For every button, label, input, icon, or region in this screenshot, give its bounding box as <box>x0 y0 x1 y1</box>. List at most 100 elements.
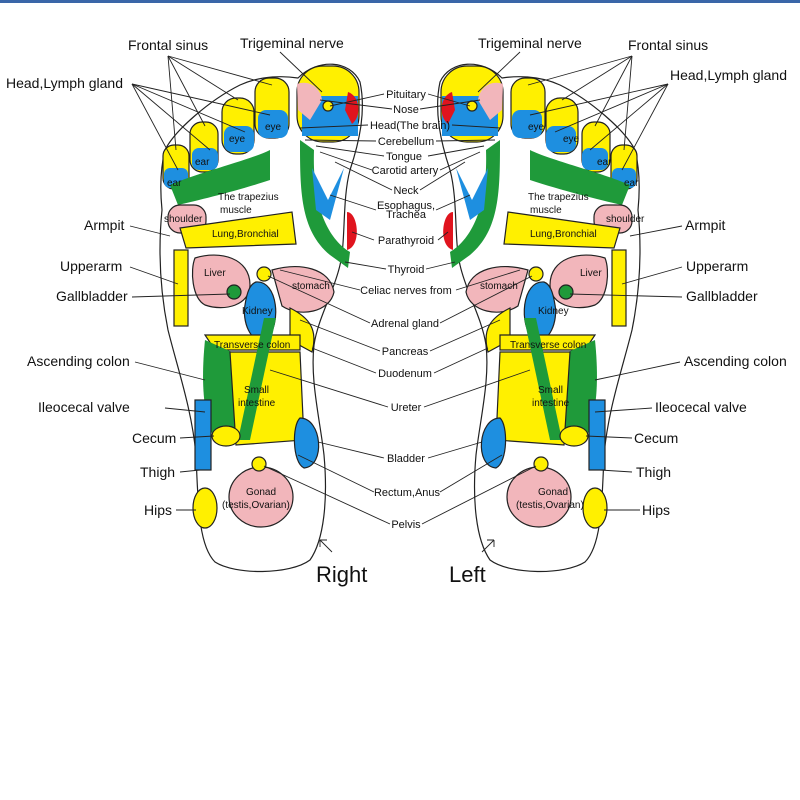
leader <box>164 407 206 413</box>
leader <box>131 83 211 151</box>
left-upperarm-zone <box>611 249 627 327</box>
left-adrenal-point <box>528 266 544 282</box>
label-shoulder-l: shoulder <box>606 214 645 225</box>
leader <box>129 225 171 237</box>
label-upperarm-l: Upperarm <box>686 258 748 274</box>
right-toe3-eye-zone <box>224 126 254 152</box>
label-trapezius-r1: The trapezius <box>218 192 279 203</box>
leader <box>621 266 683 285</box>
center-leaders <box>263 93 537 525</box>
label-trapezius-l2: muscle <box>530 205 562 216</box>
label-small-intestine-r1: Small <box>244 385 269 396</box>
label-rectum-anus: Rectum,Anus <box>374 487 441 499</box>
left-eye-ear-band <box>530 150 630 205</box>
label-head-lymph-r: Head,Lymph gland <box>6 75 123 91</box>
label-lung-r: Lung,Bronchial <box>212 229 279 240</box>
left-pelvis-point <box>533 456 549 472</box>
label-liver-r: Liver <box>204 268 226 279</box>
leader <box>167 55 273 86</box>
leader <box>594 361 681 381</box>
leader <box>594 55 633 127</box>
leader <box>129 266 179 285</box>
label-ear-l1: ear <box>597 157 612 168</box>
label-small-intestine-l1: Small <box>538 385 563 396</box>
leader <box>599 469 633 473</box>
top-border <box>0 0 800 3</box>
label-gallbladder-l: Gallbladder <box>686 288 758 304</box>
left-toe2-eye-zone <box>512 110 542 138</box>
leader <box>589 83 669 151</box>
label-adrenal-gland: Adrenal gland <box>371 318 439 330</box>
left-nose-zone <box>478 82 503 120</box>
label-head-lymph-l: Head,Lymph gland <box>670 67 787 83</box>
left-hips-zone <box>582 487 608 529</box>
leader <box>623 55 633 151</box>
label-hips-l: Hips <box>642 502 670 518</box>
right-hips-zone <box>192 487 218 529</box>
label-gonad-r1: Gonad <box>246 487 276 498</box>
right-toe2-eye-zone <box>258 110 288 138</box>
label-duodenum: Duodenum <box>378 368 432 380</box>
label-shoulder-r: shoulder <box>164 214 203 225</box>
label-ileocecal-r: Ileocecal valve <box>38 399 130 415</box>
label-kidney-r: Kidney <box>242 306 273 317</box>
label-transverse-colon-l: Transverse colon <box>510 340 586 351</box>
label-ear-r2: ear <box>167 178 182 189</box>
right-thigh-zone <box>194 399 212 471</box>
leader <box>629 225 683 237</box>
right-arrow-icon <box>319 539 333 553</box>
left-arrow-icon <box>481 539 495 553</box>
leader <box>134 361 206 381</box>
label-frontal-sinus-r: Frontal sinus <box>128 37 208 53</box>
right-foot-title: Right <box>316 562 367 587</box>
leader <box>279 51 323 93</box>
label-trigeminal-r: Trigeminal nerve <box>240 35 344 51</box>
label-cecum-r: Cecum <box>132 430 176 446</box>
label-frontal-sinus-l: Frontal sinus <box>628 37 708 53</box>
right-nose-zone <box>297 82 322 120</box>
left-esophagus-zone <box>456 168 488 220</box>
label-tongue: Tongue <box>386 151 422 163</box>
leader <box>527 55 633 86</box>
label-ascending-colon-r: Ascending colon <box>27 353 130 369</box>
label-armpit-r: Armpit <box>84 217 125 233</box>
leader <box>569 293 683 298</box>
label-stomach-l: stomach <box>480 281 518 292</box>
label-ear-r1: ear <box>195 157 210 168</box>
leader <box>594 407 653 413</box>
right-ureter-zone <box>238 318 276 440</box>
label-trigeminal-l: Trigeminal nerve <box>478 35 582 51</box>
leader-lines <box>129 51 683 553</box>
label-thigh-l: Thigh <box>636 464 671 480</box>
right-bladder-zone <box>293 417 320 469</box>
leader <box>477 51 521 93</box>
right-toe4-ear-zone <box>192 148 218 170</box>
label-carotid-artery: Carotid artery <box>372 165 439 177</box>
label-ureter: Ureter <box>391 402 422 414</box>
leader <box>131 293 231 298</box>
left-thigh-zone <box>588 399 606 471</box>
left-foot <box>437 63 641 573</box>
label-esophagus: Esophagus, <box>377 200 435 212</box>
label-trachea: Trachea <box>386 209 427 221</box>
left-cecum-zone <box>559 425 589 447</box>
leader <box>585 435 633 439</box>
right-parathyroid-mark <box>347 212 357 250</box>
label-armpit-l: Armpit <box>685 217 726 233</box>
right-cecum-zone <box>211 425 241 447</box>
label-gonad-l1: Gonad <box>538 487 568 498</box>
label-gonad-l2: (testis,Ovarian) <box>516 500 584 511</box>
leader <box>167 55 177 151</box>
label-celiac-nerves: Celiac nerves from <box>360 285 452 297</box>
label-eye-l1: eye <box>528 122 545 133</box>
label-small-intestine-l2: intestine <box>532 398 570 409</box>
label-liver-l: Liver <box>580 268 602 279</box>
label-stomach-r: stomach <box>292 281 330 292</box>
leader <box>167 55 206 127</box>
left-gallbladder-zone <box>558 284 574 300</box>
right-eye-ear-band <box>170 150 270 205</box>
label-trapezius-r2: muscle <box>220 205 252 216</box>
label-eye-r1: eye <box>265 122 282 133</box>
label-pancreas: Pancreas <box>382 346 429 358</box>
